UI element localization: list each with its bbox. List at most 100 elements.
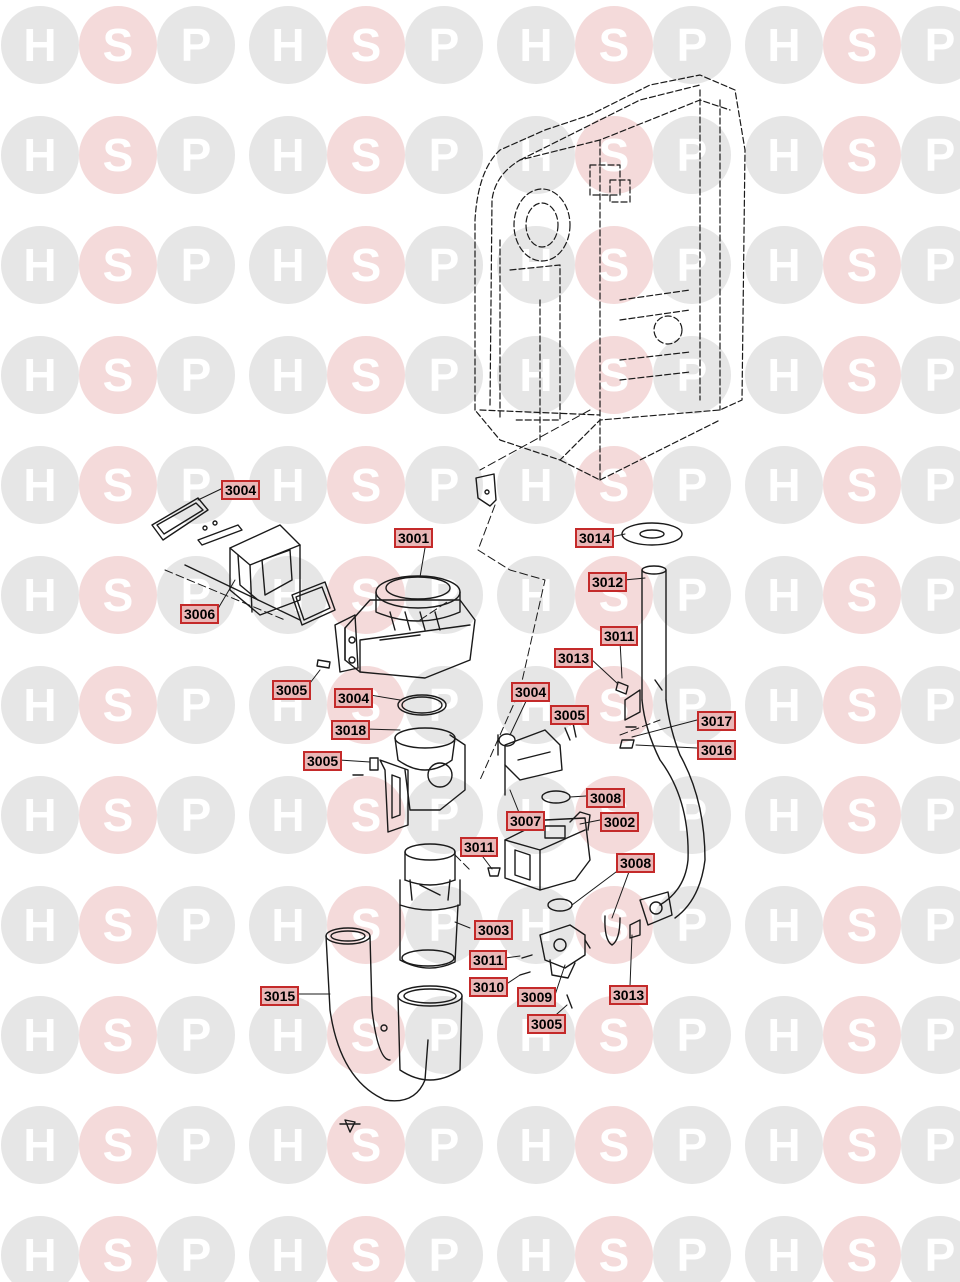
watermark-disc [575,1106,653,1184]
watermark-disc [249,1106,327,1184]
watermark-disc [653,996,731,1074]
seal-ring [541,790,571,804]
callout-3018[interactable]: 3018 [331,720,371,740]
watermark-letter: S [103,1119,134,1171]
watermark-letter: H [271,349,304,401]
watermark-letter: P [429,1119,460,1171]
callout-3013[interactable]: 3013 [554,648,594,668]
watermark-disc [497,556,575,634]
watermark-letter: H [767,349,800,401]
callout-3010[interactable]: 3010 [469,977,509,997]
watermark-letter: H [767,459,800,511]
watermark-disc [249,1216,327,1282]
callout-3014[interactable]: 3014 [575,528,615,548]
watermark-letter: P [677,129,708,181]
callout-3007[interactable]: 3007 [506,811,546,831]
watermark-disc [249,886,327,964]
watermark-letter: H [271,239,304,291]
watermark-disc [327,1106,405,1184]
watermark-letter: H [767,789,800,841]
watermark-letter: P [925,1229,956,1281]
callout-3011[interactable]: 3011 [600,626,639,646]
callout-3001[interactable]: 3001 [394,528,434,548]
watermark-disc [1,226,79,304]
watermark-letter: P [181,679,212,731]
watermark-disc [405,1106,483,1184]
watermark-letter: S [351,19,382,71]
watermark-disc [901,996,960,1074]
watermark-disc [405,776,483,854]
callout-3006[interactable]: 3006 [180,604,220,624]
watermark-disc [79,6,157,84]
watermark-disc [79,776,157,854]
callout-3004[interactable]: 3004 [334,688,374,708]
watermark-disc [1,666,79,744]
watermark-disc [497,226,575,304]
watermark-disc [497,886,575,964]
callout-3011[interactable]: 3011 [469,950,508,970]
watermark-letter: S [103,1009,134,1061]
watermark-disc [405,446,483,524]
watermark-letter: H [767,1229,800,1281]
callout-3011[interactable]: 3011 [460,837,499,857]
watermark-disc [745,886,823,964]
callout-3004[interactable]: 3004 [511,682,551,702]
watermark-letter: P [677,459,708,511]
watermark-letter: S [847,899,878,951]
watermark-letter: P [181,19,212,71]
watermark-letter: P [429,899,460,951]
watermark-letter: H [271,129,304,181]
watermark-disc [901,776,960,854]
callout-3004[interactable]: 3004 [221,480,261,500]
watermark-letter: S [847,1009,878,1061]
watermark-letter: S [847,789,878,841]
watermark-letter: H [519,1119,552,1171]
watermark-disc [823,116,901,194]
watermark-letter: P [925,789,956,841]
watermark-letter: H [23,349,56,401]
callout-3016[interactable]: 3016 [697,740,737,760]
callout-3009[interactable]: 3009 [517,987,557,1007]
callout-3017[interactable]: 3017 [697,711,737,731]
watermark-letter: P [677,569,708,621]
watermark-letter: H [271,1229,304,1281]
callout-3002[interactable]: 3002 [600,812,640,832]
callout-3005[interactable]: 3005 [550,705,590,725]
watermark-letter: S [599,349,630,401]
callout-3008[interactable]: 3008 [616,853,656,873]
watermark-disc [575,6,653,84]
watermark-letter: S [847,1119,878,1171]
watermark-disc [405,996,483,1074]
watermark-letter: P [181,1119,212,1171]
seal-ring-2 [547,898,573,912]
watermark-letter: P [429,129,460,181]
callout-3003[interactable]: 3003 [474,920,514,940]
watermark-letter: H [23,789,56,841]
watermark-letter: P [429,1009,460,1061]
watermark-disc [497,336,575,414]
watermark-disc [1,336,79,414]
watermark-letter: S [847,239,878,291]
watermark-letter: P [429,19,460,71]
callout-3008[interactable]: 3008 [586,788,626,808]
callout-3005[interactable]: 3005 [527,1014,567,1034]
watermark-letter: H [519,19,552,71]
watermark-disc [157,336,235,414]
watermark-letter: P [181,899,212,951]
watermark-letter: H [271,899,304,951]
watermark-disc [823,6,901,84]
watermark-letter: S [847,1229,878,1281]
watermark-disc [1,1106,79,1184]
callout-3005[interactable]: 3005 [303,751,343,771]
callout-3005[interactable]: 3005 [272,680,312,700]
watermark-disc [745,996,823,1074]
screws [316,659,637,1009]
watermark-letter: P [925,1009,956,1061]
callout-3015[interactable]: 3015 [260,986,300,1006]
assembly-guide-lines [164,409,661,871]
callout-3012[interactable]: 3012 [588,572,628,592]
callout-3013[interactable]: 3013 [609,985,649,1005]
watermark-disc [653,1106,731,1184]
watermark-disc [745,1106,823,1184]
